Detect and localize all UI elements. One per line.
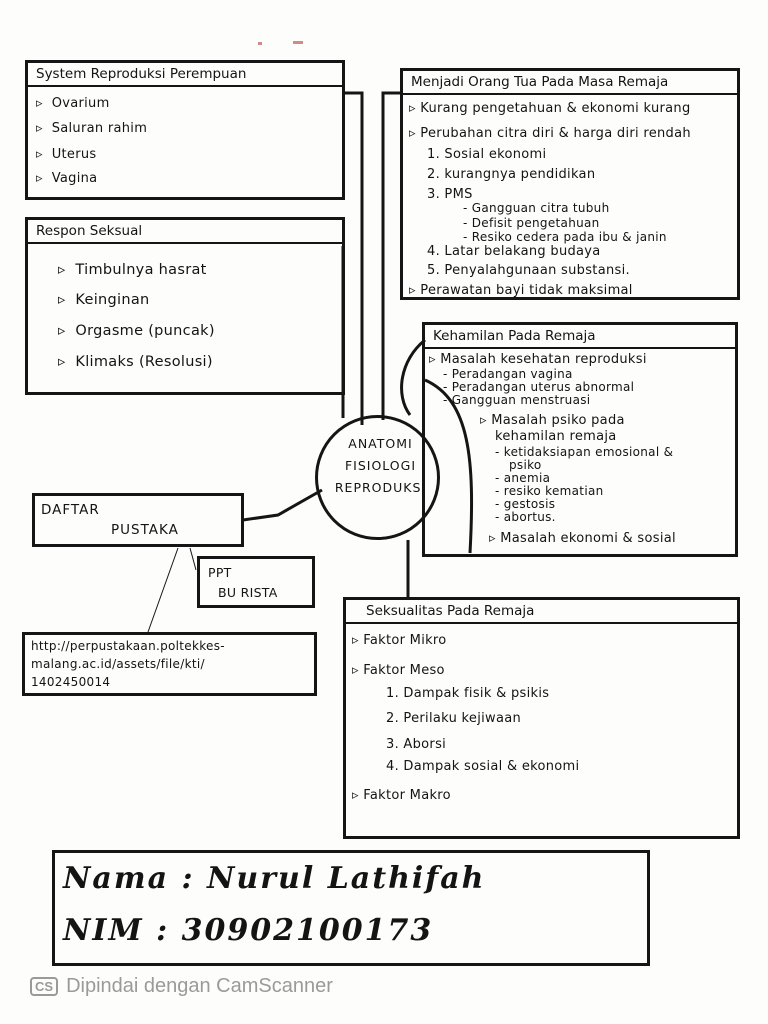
box-title: Respon Seksual: [28, 220, 342, 244]
dafpus-line-2: PUSTAKA: [111, 522, 179, 538]
center-line-3: REPRODUKSI: [334, 480, 427, 495]
list-item: - anemia: [495, 471, 551, 485]
list-item: ▹ Masalah ekonomi & sosial: [489, 531, 676, 546]
list-item: 4. Dampak sosial & ekonomi: [386, 759, 580, 774]
list-item: - gestosis: [495, 497, 556, 511]
box-system-reproduksi: System Reproduksi Perempuan ▹ Ovarium ▹ …: [25, 60, 345, 200]
watermark-text: Dipindai dengan CamScanner: [66, 975, 333, 997]
student-nim: NIM : 30902100173: [63, 913, 434, 948]
list-item: - Peradangan vagina: [443, 367, 573, 381]
list-item: ▹ Faktor Makro: [352, 788, 451, 803]
list-item: ▹ Faktor Mikro: [352, 633, 447, 648]
list-item: psiko: [509, 458, 542, 472]
list-item: 5. Penyalahgunaan substansi.: [427, 263, 630, 278]
list-item: ▹ Orgasme (puncak): [58, 323, 215, 339]
list-item: ▹ Perawatan bayi tidak maksimal: [409, 283, 633, 298]
url-line-3: 1402450014: [31, 675, 111, 689]
box-ppt: PPT BU RISTA: [197, 556, 315, 608]
list-item: ▹ Klimaks (Resolusi): [58, 354, 213, 370]
list-item: - Gangguan citra tubuh: [463, 201, 610, 215]
list-item: 1. Dampak fisik & psikis: [386, 686, 550, 701]
box-respon-seksual: Respon Seksual ▹ Timbulnya hasrat ▹ Kein…: [25, 217, 345, 395]
list-item: 2. kurangnya pendidikan: [427, 167, 596, 182]
list-item: ▹ Keinginan: [58, 292, 150, 308]
center-topic-circle: ANATOMI FISIOLOGI REPRODUKSI: [315, 415, 440, 540]
list-item: ▹ Masalah psiko pada: [480, 413, 625, 428]
list-item: ▹ Uterus: [36, 147, 97, 162]
box-title: Menjadi Orang Tua Pada Masa Remaja: [403, 71, 737, 95]
list-item: - Defisit pengetahuan: [463, 216, 600, 230]
list-item: 3. Aborsi: [386, 737, 447, 752]
list-item: kehamilan remaja: [495, 429, 617, 444]
list-item: ▹ Saluran rahim: [36, 121, 148, 136]
box-title: Seksualitas Pada Remaja: [346, 600, 737, 624]
list-item: - resiko kematian: [495, 484, 604, 498]
url-line-2: malang.ac.id/assets/file/kti/: [31, 657, 205, 671]
list-item: - abortus.: [495, 510, 556, 524]
camscanner-logo-icon: CS: [30, 977, 59, 997]
list-item: 1. Sosial ekonomi: [427, 147, 547, 162]
box-identity: Nama : Nurul Lathifah NIM : 30902100173: [52, 850, 650, 966]
list-item: ▹ Masalah kesehatan reproduksi: [429, 352, 647, 367]
list-item: 4. Latar belakang budaya: [427, 244, 601, 259]
box-daftar-pustaka: DAFTAR PUSTAKA: [32, 493, 244, 547]
list-item: 2. Perilaku kejiwaan: [386, 711, 522, 726]
camscanner-watermark: CS Dipindai dengan CamScanner: [30, 975, 333, 998]
center-line-1: ANATOMI: [348, 436, 413, 451]
student-name: Nama : Nurul Lathifah: [63, 861, 486, 896]
list-item: ▹ Vagina: [36, 171, 98, 186]
ppt-line-1: PPT: [208, 565, 232, 580]
center-line-2: FISIOLOGI: [344, 458, 417, 473]
list-item: - Gangguan menstruasi: [443, 393, 591, 407]
dafpus-line-1: DAFTAR: [41, 502, 100, 518]
ppt-line-2: BU RISTA: [218, 585, 278, 600]
url-line-1: http://perpustakaan.poltekkes-: [31, 639, 225, 653]
list-item: ▹ Timbulnya hasrat: [58, 262, 207, 278]
list-item: - Peradangan uterus abnormal: [443, 380, 635, 394]
list-item: ▹ Kurang pengetahuan & ekonomi kurang: [409, 101, 691, 116]
list-item: - Resiko cedera pada ibu & janin: [463, 230, 667, 244]
box-menjadi-orang-tua: Menjadi Orang Tua Pada Masa Remaja ▹ Kur…: [400, 68, 740, 300]
box-seksualitas-remaja: Seksualitas Pada Remaja ▹ Faktor Mikro ▹…: [343, 597, 740, 839]
list-item: ▹ Perubahan citra diri & harga diri rend…: [409, 126, 691, 141]
list-item: - ketidaksiapan emosional &: [495, 445, 674, 459]
list-item: 3. PMS: [427, 187, 473, 202]
box-title: System Reproduksi Perempuan: [28, 63, 342, 87]
list-item: ▹ Faktor Meso: [352, 663, 445, 678]
box-url: http://perpustakaan.poltekkes- malang.ac…: [22, 632, 317, 696]
box-title: Kehamilan Pada Remaja: [425, 325, 735, 349]
list-item: ▹ Ovarium: [36, 96, 110, 111]
box-kehamilan-remaja: Kehamilan Pada Remaja ▹ Masalah kesehata…: [422, 322, 738, 557]
